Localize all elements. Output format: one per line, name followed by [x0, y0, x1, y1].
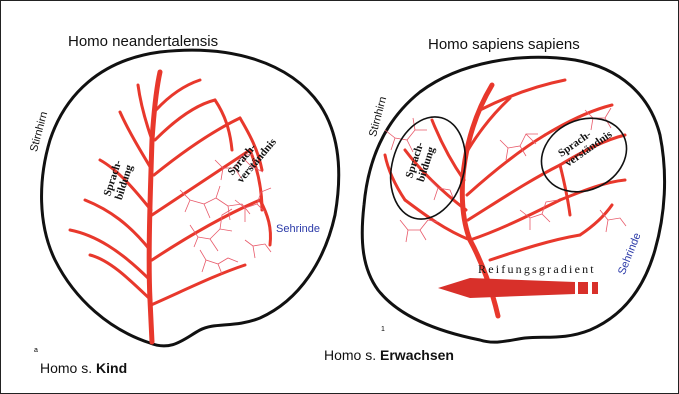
stray-mark: 1 — [381, 326, 385, 333]
maturation-gradient-label: Reifungsgradient — [478, 262, 596, 277]
right-brain-outline — [362, 57, 664, 342]
left-brain-title: Homo neandertalensis — [68, 33, 218, 50]
left-caption-emphasis: Kind — [96, 360, 127, 376]
left-visual-cortex-label: Sehrinde — [276, 223, 320, 235]
right-brain-title: Homo sapiens sapiens — [428, 36, 580, 53]
right-caption-prefix: Homo s. — [324, 347, 380, 363]
right-caption: Homo s. Erwachsen — [324, 347, 454, 363]
left-caption-prefix: Homo s. — [40, 360, 96, 376]
left-brain-outline — [42, 50, 339, 346]
right-brain: 1 — [362, 57, 664, 342]
maturation-gradient-arrow — [438, 278, 598, 298]
stray-mark-left: a — [34, 347, 38, 354]
left-brain — [42, 50, 339, 346]
left-caption: Homo s. Kind — [40, 360, 127, 376]
right-caption-emphasis: Erwachsen — [380, 347, 454, 363]
left-vessel-branches — [70, 80, 271, 305]
